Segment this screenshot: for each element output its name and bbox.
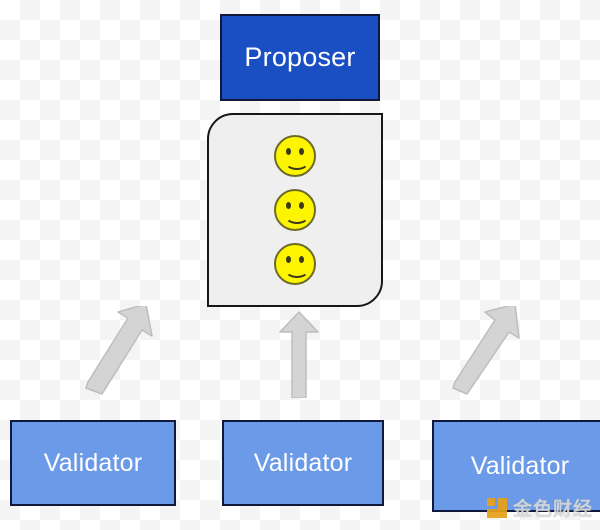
arrow-up-icon bbox=[276, 310, 322, 398]
smiley-eye-left-icon bbox=[286, 202, 291, 209]
watermark-logo-icon bbox=[487, 497, 507, 518]
smiley-face-icon bbox=[274, 189, 316, 231]
block-container bbox=[207, 113, 383, 307]
validator-node-right: Validator bbox=[432, 420, 600, 512]
validator-node-left: Validator bbox=[10, 420, 176, 506]
validator-label: Validator bbox=[43, 448, 143, 477]
validator-node-center: Validator bbox=[222, 420, 384, 506]
proposer-node: Proposer bbox=[220, 14, 380, 101]
arrow-up-left-icon bbox=[443, 306, 521, 398]
watermark-text: 金色财经 bbox=[513, 499, 594, 520]
smiley-eye-right-icon bbox=[299, 256, 304, 263]
smiley-face-icon bbox=[274, 135, 316, 177]
smiley-eye-left-icon bbox=[286, 148, 291, 155]
smiley-eye-right-icon bbox=[299, 148, 304, 155]
validator-label: Validator bbox=[253, 448, 353, 477]
smiley-mouth-icon bbox=[285, 208, 309, 224]
watermark-logo-square-a bbox=[487, 497, 495, 506]
arrow-up-right-icon bbox=[82, 306, 154, 398]
smiley-eye-right-icon bbox=[299, 202, 304, 209]
smiley-mouth-icon bbox=[285, 154, 309, 170]
smiley-eye-left-icon bbox=[286, 256, 291, 263]
validator-label: Validator bbox=[470, 451, 570, 480]
smiley-face-icon bbox=[274, 243, 316, 285]
watermark-logo-square-c bbox=[487, 508, 507, 518]
watermark-logo-square-b bbox=[498, 497, 507, 518]
proposer-label: Proposer bbox=[244, 42, 356, 72]
watermark: 金色财经 bbox=[487, 494, 593, 521]
smiley-mouth-icon bbox=[285, 262, 309, 278]
